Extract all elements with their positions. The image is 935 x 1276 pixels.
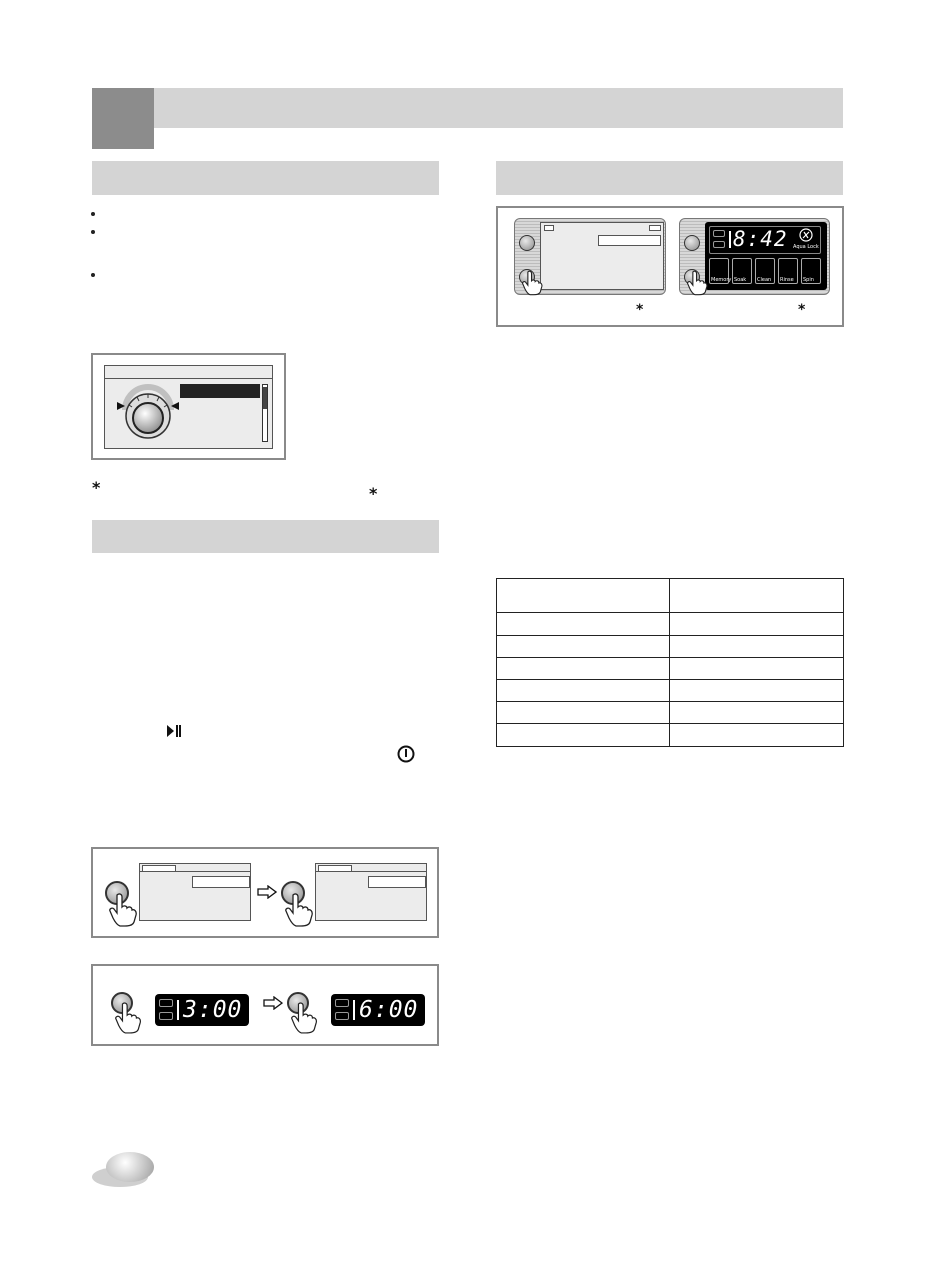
chapter-header-bar xyxy=(92,88,843,128)
panel-button-row: Memory Soak Clean Rinse Spin xyxy=(709,258,823,286)
bullet-2 xyxy=(91,230,95,234)
control-panel-illustration: 8:42 Aqua Lock Memory Soak Clean Rinse S… xyxy=(496,206,844,327)
table-row xyxy=(496,657,844,680)
led-time-after: 6:00 xyxy=(359,997,419,1023)
dial-illustration xyxy=(91,353,286,460)
section-bar-left-2 xyxy=(92,520,439,553)
hand-pointer-icon-4 xyxy=(291,1002,317,1034)
spec-table xyxy=(496,578,844,747)
option-lcd-before xyxy=(139,863,251,921)
led-time-before: 3:00 xyxy=(183,997,243,1023)
footnote-star-2: * xyxy=(369,484,378,503)
arrow-right-icon-2 xyxy=(263,996,283,1010)
arrow-right-icon xyxy=(257,885,277,899)
footnote-star-1: * xyxy=(92,478,101,497)
table-row xyxy=(496,679,844,702)
table-row xyxy=(496,578,844,613)
panel-btn-label-1: Memory xyxy=(711,277,732,283)
power-icon xyxy=(397,745,415,763)
table-row xyxy=(496,701,844,724)
dial-lcd-screen xyxy=(104,365,273,449)
option-lcd-before-field xyxy=(192,876,250,888)
hand-pointer-icon-5 xyxy=(522,270,543,296)
bullet-1 xyxy=(91,212,95,216)
dial-lcd-highlight xyxy=(180,384,260,398)
table-row xyxy=(496,635,844,658)
dial-lcd-header-line xyxy=(105,378,272,379)
led-display-before: 3:00 xyxy=(155,994,249,1026)
dial-lcd-scrollbar xyxy=(262,384,268,442)
bullet-3 xyxy=(91,273,95,277)
section-bar-left-1 xyxy=(92,161,439,195)
hand-pointer-icon xyxy=(109,893,137,927)
panel-star-1: * xyxy=(636,302,644,318)
option-lcd-after-field xyxy=(368,876,426,888)
option-lcd-illustration xyxy=(91,847,439,938)
panel-btn-label-2: Soak xyxy=(734,277,747,283)
section-bar-right-1 xyxy=(496,161,843,195)
play-pause-icon xyxy=(167,725,181,737)
table-row xyxy=(496,612,844,636)
panel-btn-label-4: Rinse xyxy=(780,277,794,283)
option-lcd-after xyxy=(315,863,427,921)
chapter-number-box xyxy=(92,88,154,149)
table-row xyxy=(496,723,844,747)
option-led-illustration: 3:00 6:00 xyxy=(91,964,439,1046)
panel-time-display: 8:42 xyxy=(733,227,788,251)
dial-knob-icon xyxy=(117,384,179,439)
panel-star-2: * xyxy=(798,302,806,318)
led-display-after: 6:00 xyxy=(331,994,425,1026)
hand-pointer-icon-3 xyxy=(115,1002,141,1034)
panel-btn-label-3: Clean xyxy=(757,277,772,283)
page-number-badge xyxy=(106,1152,154,1182)
aqua-lock-icon xyxy=(799,228,813,242)
hand-pointer-icon-6 xyxy=(687,270,708,296)
aqua-lock-label: Aqua Lock xyxy=(793,244,819,250)
panel-btn-label-5: Spin xyxy=(803,277,814,283)
hand-pointer-icon-2 xyxy=(285,893,313,927)
